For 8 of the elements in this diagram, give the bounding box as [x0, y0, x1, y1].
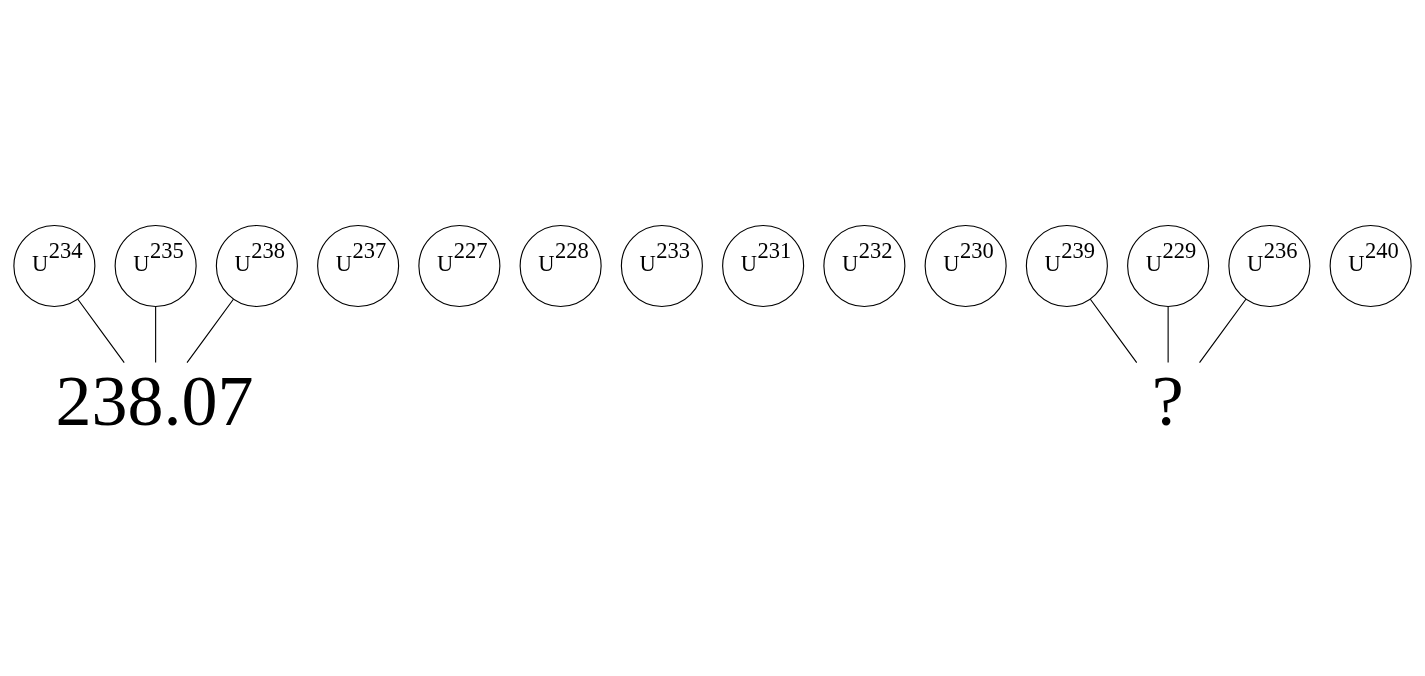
- node-text: 238.07: [55, 360, 254, 441]
- node-text: ?: [1151, 360, 1184, 441]
- connector: [155, 306, 157, 363]
- connector: [186, 298, 234, 364]
- connector: [1198, 298, 1247, 364]
- connector: [1089, 298, 1138, 364]
- connector: [1167, 306, 1169, 363]
- connector: [77, 298, 125, 364]
